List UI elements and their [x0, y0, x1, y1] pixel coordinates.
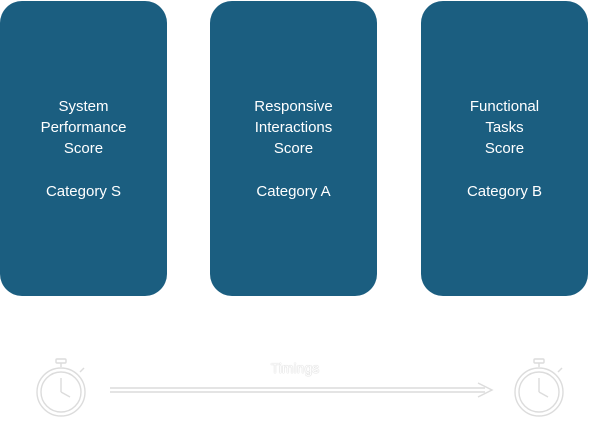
card-title: System Performance Score — [40, 98, 127, 157]
stopwatch-icon — [36, 358, 86, 417]
card-title: Responsive Interactions Score — [254, 98, 333, 157]
responsive-interactions-score-card: Responsive Interactions Score Category A — [210, 1, 377, 296]
card-category: Category S — [45, 183, 122, 200]
system-performance-score-card: System Performance Score Category S — [0, 1, 167, 296]
card-category: Category A — [256, 183, 331, 200]
card-title: Functional Tasks Score — [469, 98, 540, 157]
timeline — [36, 358, 564, 417]
card-category: Category B — [466, 183, 543, 200]
timeline-arrow — [110, 382, 494, 398]
functional-tasks-score-card: Functional Tasks Score Category B — [421, 1, 588, 296]
stopwatch-icon — [514, 358, 564, 417]
timings-label: Timings — [270, 360, 320, 376]
